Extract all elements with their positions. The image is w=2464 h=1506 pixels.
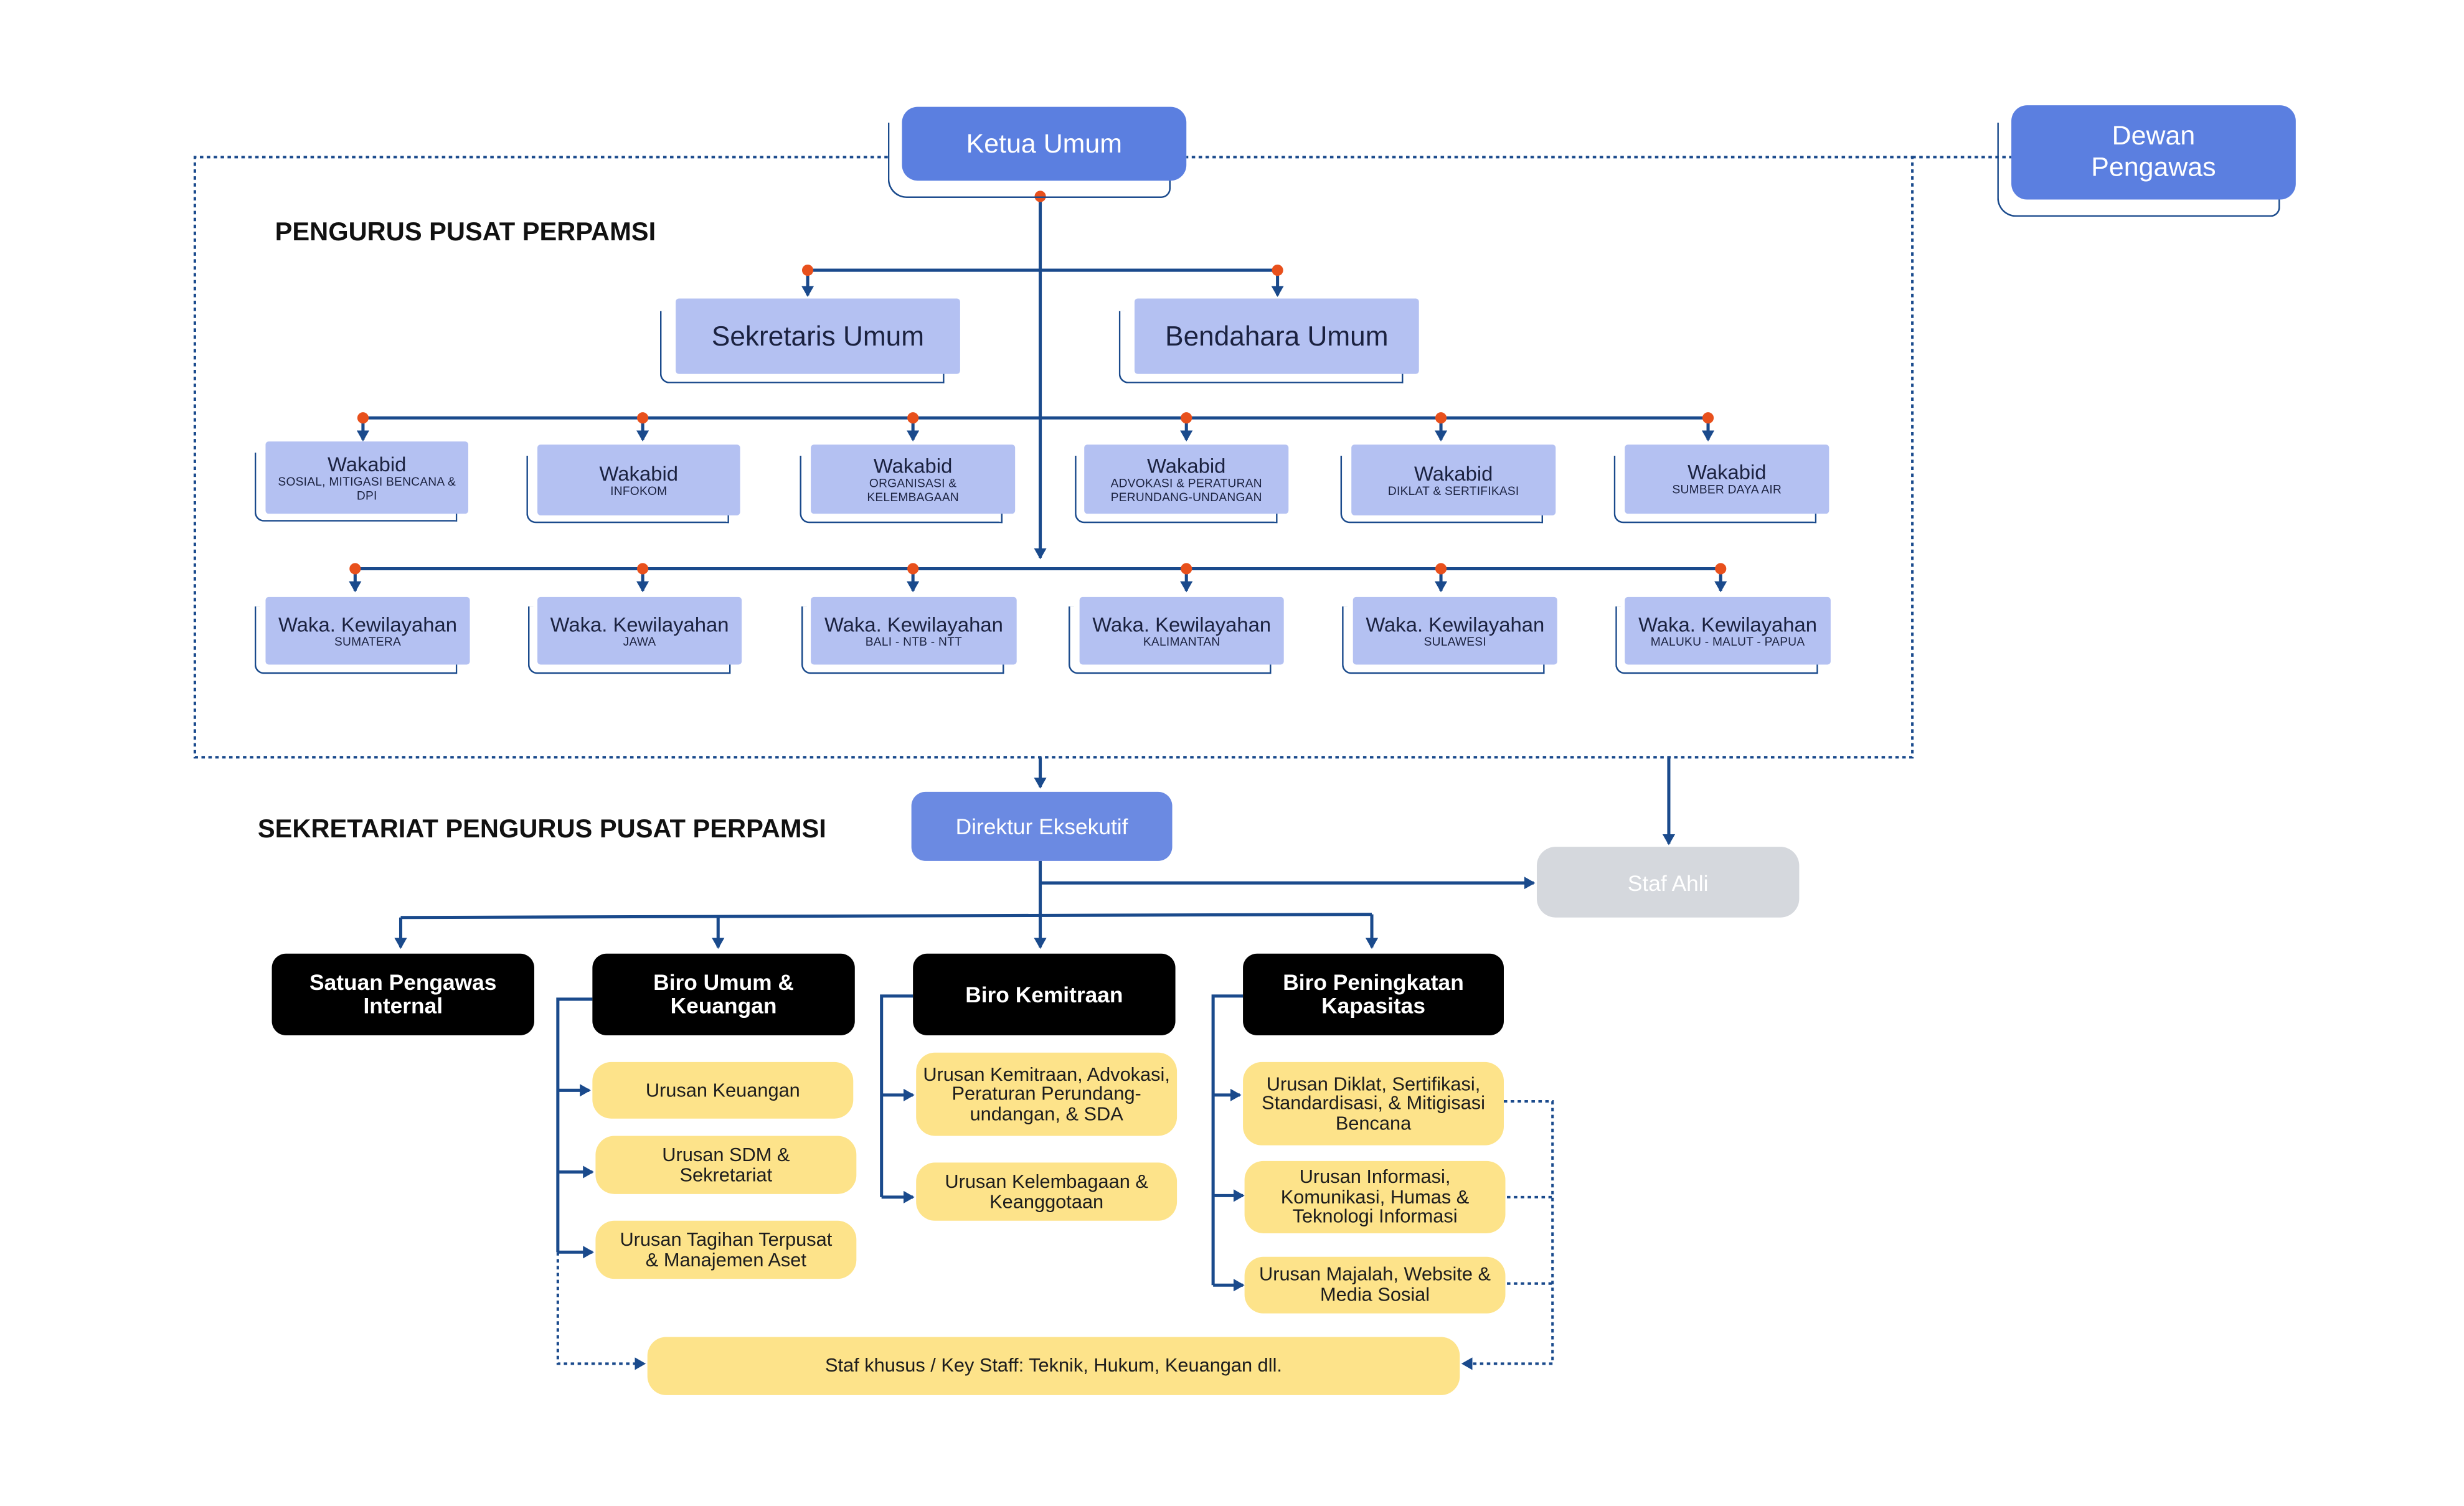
direktur-eksekutif-label: Direktur Eksekutif bbox=[955, 814, 1128, 839]
unit-box[interactable]: Urusan SDM & Sekretariat bbox=[595, 1136, 857, 1194]
unit-box[interactable]: Urusan Tagihan Terpusat & Manajemen Aset bbox=[595, 1220, 857, 1279]
wakabid-subtitle: SUMBER DAYA AIR bbox=[1672, 482, 1782, 497]
staf-ahli-box[interactable]: Staf Ahli bbox=[1536, 847, 1800, 918]
unit-label: Urusan Informasi, Komunikasi, Humas & Te… bbox=[1280, 1165, 1470, 1228]
wakabid-box[interactable]: Wakabid DIKLAT & SERTIFIKASI bbox=[1351, 445, 1556, 515]
staf-khusus-label: Staf khusus / Key Staff: Teknik, Hukum, … bbox=[824, 1354, 1282, 1377]
unit-box[interactable]: Urusan Informasi, Komunikasi, Humas & Te… bbox=[1244, 1160, 1506, 1233]
regional-title: Waka. Kewilayahan bbox=[278, 612, 457, 636]
wakabid-title: Wakabid bbox=[1414, 461, 1493, 486]
wakabid-subtitle: DIKLAT & SERTIFIKASI bbox=[1387, 483, 1519, 498]
biro-umum-keuangan-box[interactable]: Biro Umum & Keuangan bbox=[592, 953, 855, 1035]
biro-kemitraan-box[interactable]: Biro Kemitraan bbox=[913, 953, 1176, 1035]
direktur-eksekutif-box[interactable]: Direktur Eksekutif bbox=[911, 791, 1173, 861]
regional-box[interactable]: Waka. Kewilayahan MALUKU - MALUT - PAPUA bbox=[1625, 596, 1831, 665]
dewan-pengawas-label: Dewan Pengawas bbox=[2091, 121, 2216, 182]
unit-box[interactable]: Urusan Kemitraan, Advokasi, Peraturan Pe… bbox=[916, 1052, 1178, 1136]
satuan-pengawas-internal-label: Satuan Pengawas Internal bbox=[309, 969, 497, 1019]
sekretaris-umum-box[interactable]: Sekretaris Umum bbox=[676, 298, 960, 374]
staf-ahli-label: Staf Ahli bbox=[1627, 869, 1709, 895]
unit-box[interactable]: Urusan Diklat, Sertifikasi, Standardisas… bbox=[1243, 1061, 1504, 1146]
regional-title: Waka. Kewilayahan bbox=[1366, 612, 1545, 636]
unit-label: Urusan Kemitraan, Advokasi, Peraturan Pe… bbox=[923, 1063, 1170, 1125]
bendahara-umum-box[interactable]: Bendahara Umum bbox=[1134, 298, 1419, 374]
regional-subtitle: JAWA bbox=[623, 634, 656, 649]
biro-peningkatan-kapasitas-box[interactable]: Biro Peningkatan Kapasitas bbox=[1243, 953, 1504, 1035]
pengurus-boundary bbox=[193, 156, 1914, 759]
wakabid-box[interactable]: Wakabid ORGANISASI & KELEMBAGAAN bbox=[811, 445, 1016, 514]
heading-pengurus: PENGURUS PUSAT PERPAMSI bbox=[275, 218, 656, 247]
unit-box[interactable]: Urusan Majalah, Website & Media Sosial bbox=[1244, 1256, 1506, 1314]
biro-umum-keuangan-label: Biro Umum & Keuangan bbox=[653, 969, 794, 1019]
bendahara-umum-label: Bendahara Umum bbox=[1165, 319, 1389, 352]
unit-label: Urusan Kelembagaan & Keanggotaan bbox=[945, 1170, 1148, 1212]
wakabid-box[interactable]: Wakabid INFOKOM bbox=[537, 445, 740, 515]
regional-title: Waka. Kewilayahan bbox=[550, 612, 729, 636]
wakabid-title: Wakabid bbox=[873, 454, 953, 478]
wakabid-subtitle: ORGANISASI & KELEMBAGAAN bbox=[867, 476, 959, 504]
wakabid-title: Wakabid bbox=[599, 461, 679, 486]
heading-sekretariat: SEKRETARIAT PENGURUS PUSAT PERPAMSI bbox=[257, 815, 826, 844]
sekretaris-umum-label: Sekretaris Umum bbox=[711, 319, 925, 352]
unit-box[interactable]: Urusan Keuangan bbox=[592, 1061, 854, 1119]
regional-box[interactable]: Waka. Kewilayahan SULAWESI bbox=[1352, 596, 1557, 665]
wakabid-title: Wakabid bbox=[1146, 454, 1226, 478]
connector-dots bbox=[349, 191, 1727, 575]
ketua-umum-label: Ketua Umum bbox=[966, 128, 1123, 158]
regional-box[interactable]: Waka. Kewilayahan KALIMANTAN bbox=[1079, 596, 1284, 665]
biro-kemitraan-label: Biro Kemitraan bbox=[965, 981, 1123, 1007]
wakabid-box[interactable]: Wakabid ADVOKASI & PERATURAN PERUNDANG-U… bbox=[1084, 445, 1289, 514]
satuan-pengawas-internal-box[interactable]: Satuan Pengawas Internal bbox=[271, 953, 534, 1035]
biro-peningkatan-kapasitas-label: Biro Peningkatan Kapasitas bbox=[1283, 969, 1464, 1019]
wakabid-subtitle: INFOKOM bbox=[610, 483, 668, 498]
wakabid-box[interactable]: Wakabid SUMBER DAYA AIR bbox=[1625, 445, 1829, 514]
regional-box[interactable]: Waka. Kewilayahan BALI - NTB - NTT bbox=[811, 596, 1017, 665]
unit-label: Urusan SDM & Sekretariat bbox=[662, 1143, 790, 1185]
unit-label: Urusan Tagihan Terpusat & Manajemen Aset bbox=[620, 1228, 833, 1271]
wakabid-title: Wakabid bbox=[327, 452, 407, 476]
regional-subtitle: BALI - NTB - NTT bbox=[865, 634, 963, 649]
regional-subtitle: KALIMANTAN bbox=[1143, 634, 1220, 649]
wakabid-subtitle: SOSIAL, MITIGASI BENCANA & DPI bbox=[278, 474, 456, 502]
wakabid-box[interactable]: Wakabid SOSIAL, MITIGASI BENCANA & DPI bbox=[265, 441, 469, 514]
regional-subtitle: MALUKU - MALUT - PAPUA bbox=[1650, 634, 1805, 649]
ketua-umum-box[interactable]: Ketua Umum bbox=[902, 106, 1187, 181]
unit-label: Urusan Majalah, Website & Media Sosial bbox=[1258, 1263, 1491, 1306]
unit-label: Urusan Keuangan bbox=[645, 1078, 800, 1101]
regional-title: Waka. Kewilayahan bbox=[1092, 612, 1272, 636]
wakabid-subtitle: ADVOKASI & PERATURAN PERUNDANG-UNDANGAN bbox=[1110, 476, 1262, 504]
regional-box[interactable]: Waka. Kewilayahan SUMATERA bbox=[265, 596, 470, 665]
unit-label: Urusan Diklat, Sertifikasi, Standardisas… bbox=[1262, 1072, 1486, 1134]
regional-title: Waka. Kewilayahan bbox=[1638, 612, 1818, 636]
regional-subtitle: SULAWESI bbox=[1423, 634, 1486, 649]
staf-khusus-box[interactable]: Staf khusus / Key Staff: Teknik, Hukum, … bbox=[647, 1337, 1460, 1395]
wakabid-title: Wakabid bbox=[1688, 460, 1767, 484]
dewan-pengawas-box[interactable]: Dewan Pengawas bbox=[2011, 105, 2296, 200]
unit-box[interactable]: Urusan Kelembagaan & Keanggotaan bbox=[916, 1162, 1178, 1221]
regional-subtitle: SUMATERA bbox=[334, 634, 402, 649]
regional-title: Waka. Kewilayahan bbox=[824, 612, 1003, 636]
regional-box[interactable]: Waka. Kewilayahan JAWA bbox=[537, 596, 742, 665]
